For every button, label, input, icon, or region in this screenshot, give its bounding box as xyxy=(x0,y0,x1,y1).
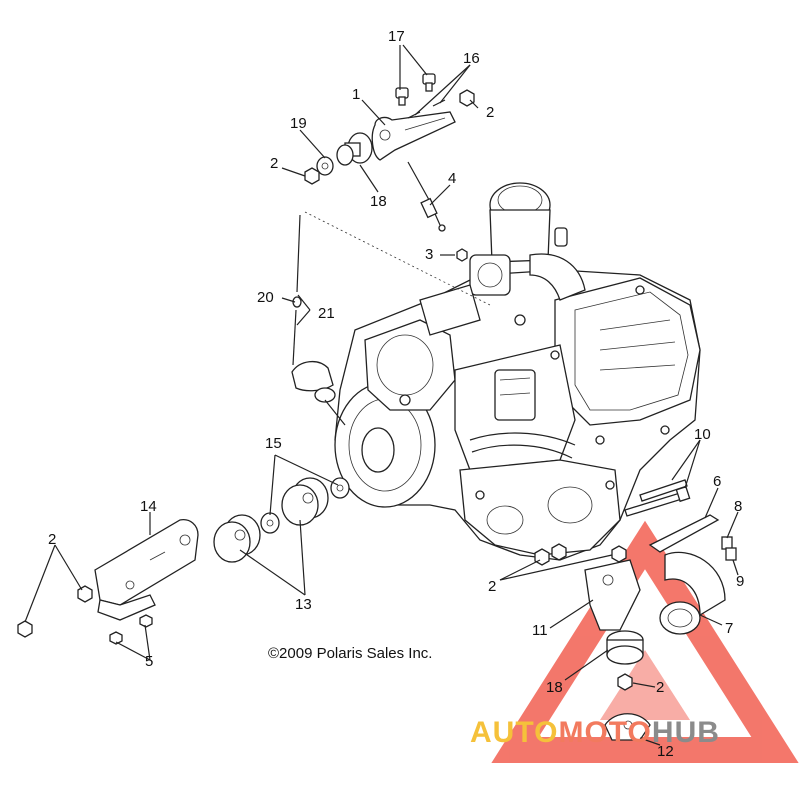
lower-rubber-mount-part xyxy=(606,630,644,665)
callout-18-upper: 18 xyxy=(370,193,387,210)
watermark-part-auto: AUTO xyxy=(470,716,559,749)
callout-11: 11 xyxy=(532,622,548,639)
upper-mount-bracket-part xyxy=(371,111,456,161)
callout-7: 7 xyxy=(725,620,733,637)
dipstick-guide-line xyxy=(304,211,491,306)
copyright-text: ©2009 Polaris Sales Inc. xyxy=(268,645,433,662)
callout-4: 4 xyxy=(448,170,456,187)
callout-2-right: 2 xyxy=(488,578,496,595)
callout-3: 3 xyxy=(425,246,433,263)
small-nut-part xyxy=(456,248,468,262)
heat-shield-part xyxy=(648,514,720,553)
nut-right-a-part xyxy=(534,548,550,566)
callout-20: 20 xyxy=(257,289,274,306)
nut-upper-left-part xyxy=(304,167,320,185)
long-bolt-pair-10 xyxy=(624,479,691,517)
engine-assembly xyxy=(291,182,701,561)
nut-right-b-part xyxy=(551,543,567,561)
leader-lines xyxy=(24,44,739,746)
nut-lower-part xyxy=(617,673,633,691)
callout-2-left: 2 xyxy=(48,531,56,548)
callout-2-upper-left: 2 xyxy=(270,155,278,172)
callout-18-lower: 18 xyxy=(546,679,563,696)
callout-17: 17 xyxy=(388,28,405,45)
bolt-pair-17 xyxy=(395,73,436,106)
callout-2-top-right: 2 xyxy=(486,104,494,121)
callout-6: 6 xyxy=(713,473,721,490)
exhaust-boot-part xyxy=(659,551,726,635)
nut-left-a-part xyxy=(77,585,93,603)
callout-1: 1 xyxy=(352,86,360,103)
callout-21: 21 xyxy=(318,305,335,322)
callout-8: 8 xyxy=(734,498,742,515)
spacer-8-part xyxy=(721,536,733,550)
upper-rubber-mount-part xyxy=(336,132,373,166)
callout-numbers: 17 16 2 1 19 2 18 4 3 20 21 15 13 14 2 5… xyxy=(48,28,744,760)
left-mount-stack xyxy=(213,477,350,563)
sensor-cable-part xyxy=(407,161,446,232)
callout-5: 5 xyxy=(145,653,153,670)
watermark-text: AUTOMOTOHUB xyxy=(470,716,720,750)
callout-10: 10 xyxy=(694,426,711,443)
watermark-part-moto: MOTO xyxy=(558,716,652,749)
nut-left-b-part xyxy=(17,620,33,638)
nut-pair-5 xyxy=(109,614,153,645)
nut-right-c-part xyxy=(611,545,627,563)
callout-13: 13 xyxy=(295,596,312,613)
nut-top-right-part xyxy=(459,89,475,107)
left-mount-plate-part xyxy=(94,519,199,621)
watermark-part-hub: HUB xyxy=(651,716,720,749)
spacer-9-part xyxy=(725,547,737,561)
right-mount-bracket-part xyxy=(584,559,641,631)
callout-9: 9 xyxy=(736,573,744,590)
dipstick-part xyxy=(292,214,301,366)
callout-14: 14 xyxy=(140,498,157,515)
lower-bracket-part xyxy=(604,713,651,741)
callout-2-lower: 2 xyxy=(656,679,664,696)
callout-19: 19 xyxy=(290,115,307,132)
callout-15: 15 xyxy=(265,435,282,452)
callout-12: 12 xyxy=(657,743,674,760)
upper-washer-part xyxy=(316,156,334,176)
callout-16: 16 xyxy=(463,50,480,67)
